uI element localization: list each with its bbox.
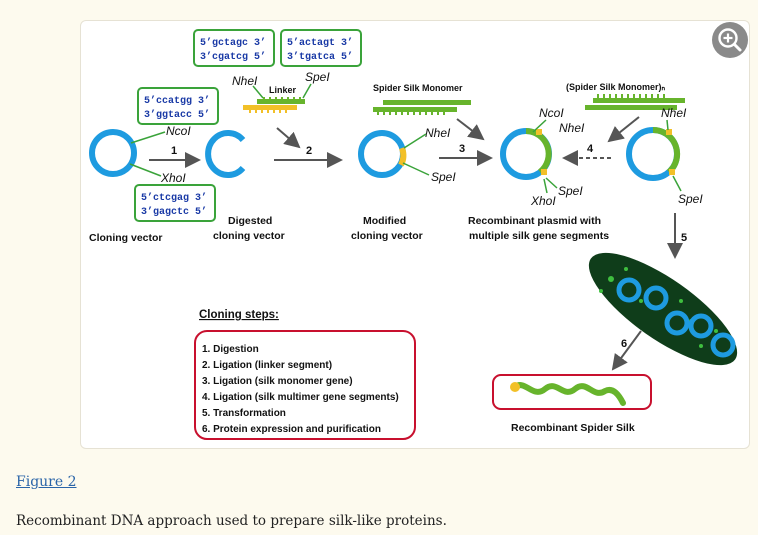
label-nhei-mod: NheI <box>425 126 451 140</box>
label-spei-final: SpeI <box>678 192 703 206</box>
step-number-3: 3 <box>459 143 465 155</box>
silk-multimer-segment <box>585 94 685 110</box>
seq-box-spe-top: 5’actagt 3’ 3’tgatca 5’ <box>280 29 362 67</box>
svg-text:3’gagctc 5’: 3’gagctc 5’ <box>141 206 207 218</box>
label-digested-1: Digested <box>228 215 272 227</box>
digested-vector <box>205 130 246 178</box>
step-number-1: 1 <box>171 145 177 157</box>
label-nhei-final: NheI <box>661 106 687 120</box>
label-recombinant-1: Recombinant plasmid with <box>468 215 601 227</box>
seq-box-nco: 5’ccatgg 3’ 3’ggtacc 5’ <box>137 87 219 125</box>
linker-segment <box>243 97 305 113</box>
figure-link[interactable]: Figure 2 <box>16 474 77 490</box>
seq-box-xho: 5’ctcgag 3’ 3’gagctc 5’ <box>134 184 216 222</box>
label-modified-2: cloning vector <box>351 230 423 242</box>
seq-box-nhe-top: 5’gctagc 3’ 3’cgatcg 5’ <box>193 29 275 67</box>
label-nhei-linker: NheI <box>232 74 258 88</box>
cloning-steps-box <box>194 330 416 440</box>
svg-text:5’actagt 3’: 5’actagt 3’ <box>287 37 353 49</box>
arrow-monomer <box>456 118 485 141</box>
label-modified-1: Modified <box>363 215 406 227</box>
svg-text:3’cgatcg 5’: 3’cgatcg 5’ <box>200 51 266 63</box>
arrow-linker <box>276 127 301 149</box>
label-spider-silk-multimer: (Spider Silk Monomer)ₙ <box>566 82 666 92</box>
svg-text:3’tgatca 5’: 3’tgatca 5’ <box>287 51 353 63</box>
recombinant-plasmid <box>500 128 552 180</box>
cloning-step-item: 5. Transformation <box>202 408 286 419</box>
step-number-4: 4 <box>587 143 594 155</box>
label-cloning-vector: Cloning vector <box>89 232 163 244</box>
zoom-in-magnifier-icon <box>718 28 742 52</box>
label-xhoi-rec: XhoI <box>530 194 556 208</box>
label-ncoi-rec: NcoI <box>539 106 564 120</box>
modified-vector <box>358 130 407 178</box>
label-digested-2: cloning vector <box>213 230 285 242</box>
label-spei-mod: SpeI <box>431 170 456 184</box>
label-spider-silk-monomer: Spider Silk Monomer <box>373 83 463 93</box>
svg-text:3’ggtacc 5’: 3’ggtacc 5’ <box>144 109 210 121</box>
arrow-step-6 <box>611 330 642 371</box>
label-recombinant-2: multiple silk gene segments <box>469 230 609 242</box>
label-recombinant-spider-silk: Recombinant Spider Silk <box>511 422 635 434</box>
step-number-2: 2 <box>306 145 312 157</box>
label-spei-linker: SpeI <box>305 70 330 84</box>
cloning-step-item: 4. Ligation (silk multimer gene segments… <box>202 392 399 403</box>
arrow-multimer <box>607 116 640 143</box>
label-xhoi: XhoI <box>160 171 186 185</box>
label-nhei-rec: NheI <box>559 121 585 135</box>
label-spei-rec: SpeI <box>558 184 583 198</box>
figure-caption: Recombinant DNA approach used to prepare… <box>16 513 447 529</box>
svg-text:5’ccatgg 3’: 5’ccatgg 3’ <box>144 95 210 107</box>
bacterial-cell <box>588 252 738 366</box>
svg-text:5’ctcgag 3’: 5’ctcgag 3’ <box>141 192 207 204</box>
cloning-step-item: 6. Protein expression and purification <box>202 424 381 435</box>
cloning-step-item: 3. Ligation (silk monomer gene) <box>202 376 353 387</box>
silk-monomer-segment <box>373 100 471 115</box>
step-number-5: 5 <box>681 232 687 244</box>
cloning-vector-plasmid <box>89 129 137 177</box>
cloning-step-item: 1. Digestion <box>202 344 259 355</box>
label-ncoi: NcoI <box>166 124 191 138</box>
spider-silk-protein-box <box>492 374 652 410</box>
cloning-steps-title: Cloning steps: <box>199 309 279 321</box>
step-number-6: 6 <box>621 338 627 350</box>
multimer-plasmid <box>626 126 681 181</box>
cloning-step-item: 2. Ligation (linker segment) <box>202 360 332 371</box>
figure-image: 5’gctagc 3’ 3’cgatcg 5’ 5’actagt 3’ 3’tg… <box>80 20 750 449</box>
zoom-in-button[interactable] <box>712 22 748 58</box>
cloning-diagram: 5’gctagc 3’ 3’cgatcg 5’ 5’actagt 3’ 3’tg… <box>89 29 738 440</box>
label-linker: Linker <box>269 85 297 95</box>
svg-text:5’gctagc 3’: 5’gctagc 3’ <box>200 37 266 49</box>
